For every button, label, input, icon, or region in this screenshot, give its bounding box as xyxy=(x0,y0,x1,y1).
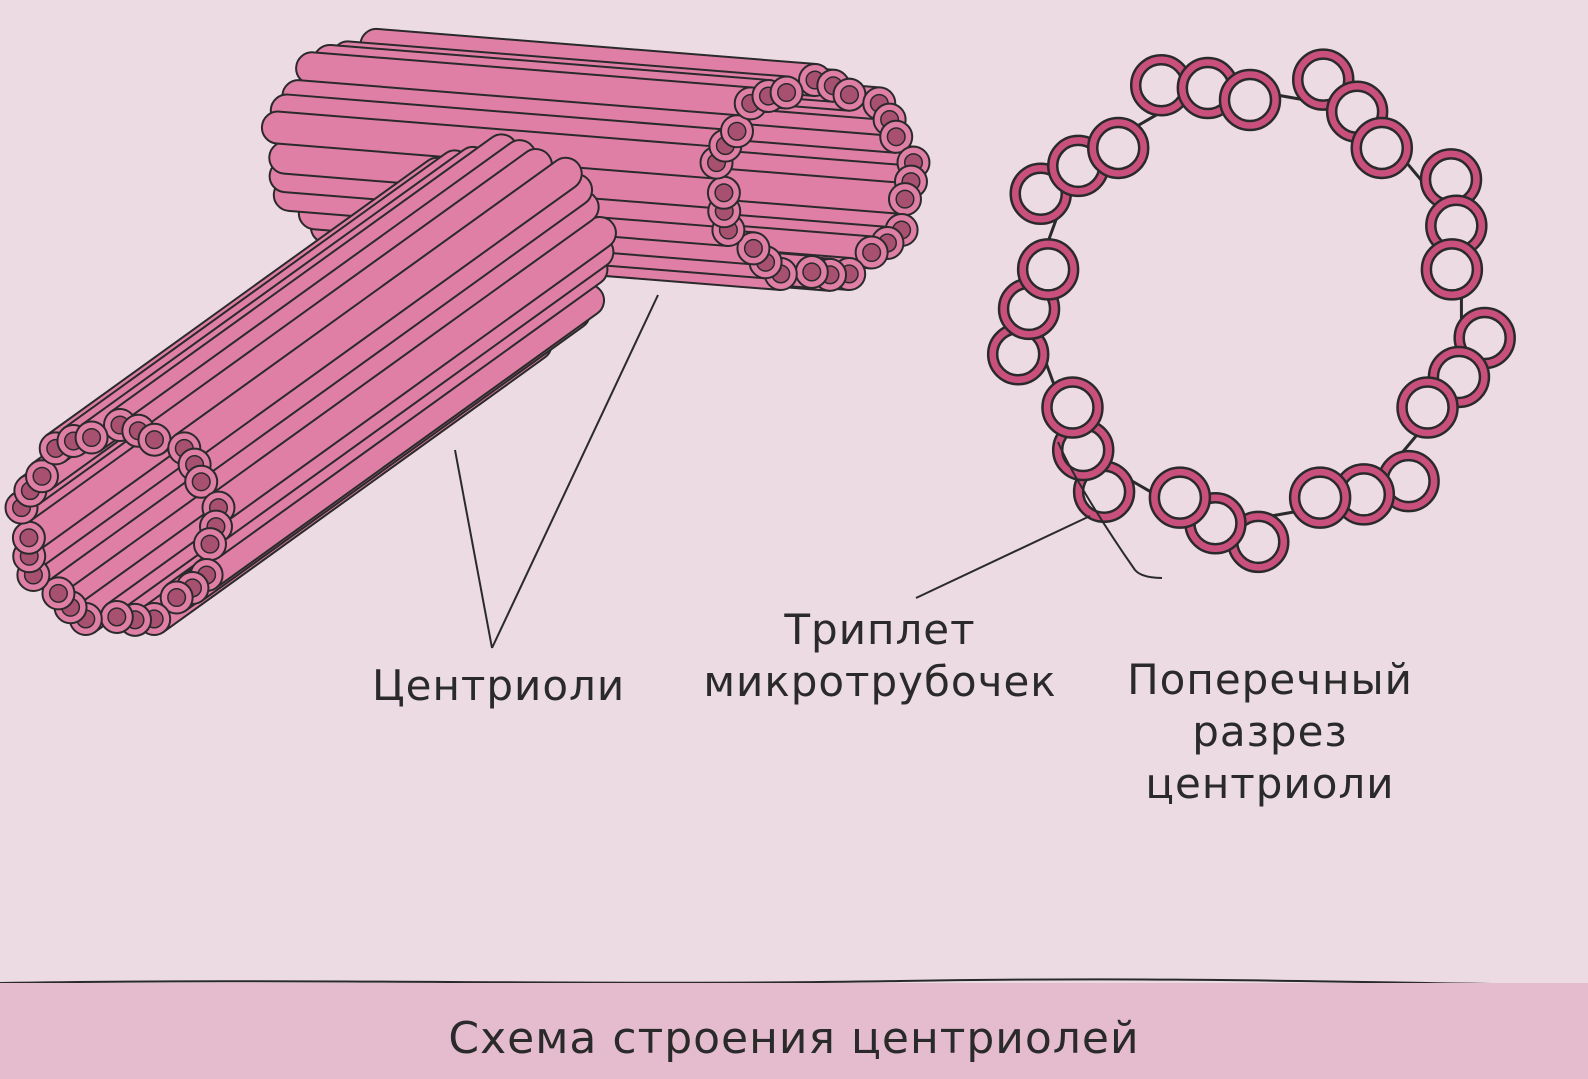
leader-triplet xyxy=(915,515,1091,599)
upper-centriole-tube-hole xyxy=(777,82,797,103)
caption-band xyxy=(0,983,1588,1079)
microtubule-ring-hole xyxy=(1300,57,1346,102)
upper-centriole-tube-hole xyxy=(839,85,860,105)
label-centrioles: Центриоли xyxy=(372,661,626,710)
label-section-line1: Поперечный xyxy=(1127,655,1413,704)
upper-centriole-tube-hole xyxy=(886,127,906,147)
cross-section-links xyxy=(1023,81,1463,529)
caption: Схема строения центриолей xyxy=(448,1013,1140,1064)
upper-centriole-tube-hole xyxy=(714,183,734,203)
microtubule-ring-hole xyxy=(1050,385,1095,430)
centriole-lower xyxy=(4,133,617,637)
label-triplet-line1: Триплет xyxy=(784,605,976,654)
lower-centriole-tube-hole xyxy=(32,466,52,486)
leader-centrioles-upper xyxy=(491,294,659,649)
lower-centriole-tube-hole xyxy=(48,583,68,603)
lower-centriole-tube-hole xyxy=(107,607,127,627)
lower-centriole-tube-hole xyxy=(144,430,165,450)
lower-centriole-tube-hole xyxy=(191,472,211,492)
microtubule-ring-hole xyxy=(1095,125,1141,171)
label-section-line3: центриоли xyxy=(1145,759,1395,808)
triplet-bracket xyxy=(1057,441,1163,579)
upper-centriole-tube-hole xyxy=(862,242,882,263)
label-triplet: Триплет микротрубочек xyxy=(700,604,1060,708)
microtubule-ring-hole xyxy=(1429,247,1475,292)
microtubule-ring-hole xyxy=(1227,77,1273,123)
leader-centrioles-lower xyxy=(454,449,493,649)
microtubule-ring-hole xyxy=(1405,385,1450,430)
lower-centriole-tube xyxy=(173,156,583,463)
upper-centriole-tube-hole xyxy=(727,121,747,141)
label-cross-section: Поперечный разрез центриоли xyxy=(1120,654,1420,810)
lower-centriole-tube-hole xyxy=(200,534,220,554)
microtubule-ring-hole xyxy=(1359,125,1405,171)
microtubule-ring-hole xyxy=(1025,247,1071,292)
upper-centriole-tube-hole xyxy=(895,189,915,209)
microtubule-ring-hole xyxy=(1428,157,1474,202)
microtubule-ring-hole xyxy=(1157,475,1203,520)
leader-lines xyxy=(0,294,1588,986)
microtubule-ring-hole xyxy=(1018,171,1063,216)
lower-centriole-tube-hole xyxy=(167,587,187,608)
label-triplet-line2: микротрубочек xyxy=(703,657,1057,706)
microtubule-ring-hole xyxy=(1462,315,1507,361)
label-section-line2: разрез xyxy=(1192,707,1348,756)
upper-centriole-tube-hole xyxy=(802,262,822,282)
centriole-cross-section xyxy=(986,48,1516,574)
microtubule-ring-hole xyxy=(1138,63,1184,108)
lower-centriole-tube-hole xyxy=(19,528,39,548)
lower-centriole-tube-hole xyxy=(82,427,102,448)
microtubule-ring-hole xyxy=(1297,475,1343,520)
caption-divider xyxy=(0,978,1588,986)
upper-centriole-tube-hole xyxy=(743,238,763,258)
